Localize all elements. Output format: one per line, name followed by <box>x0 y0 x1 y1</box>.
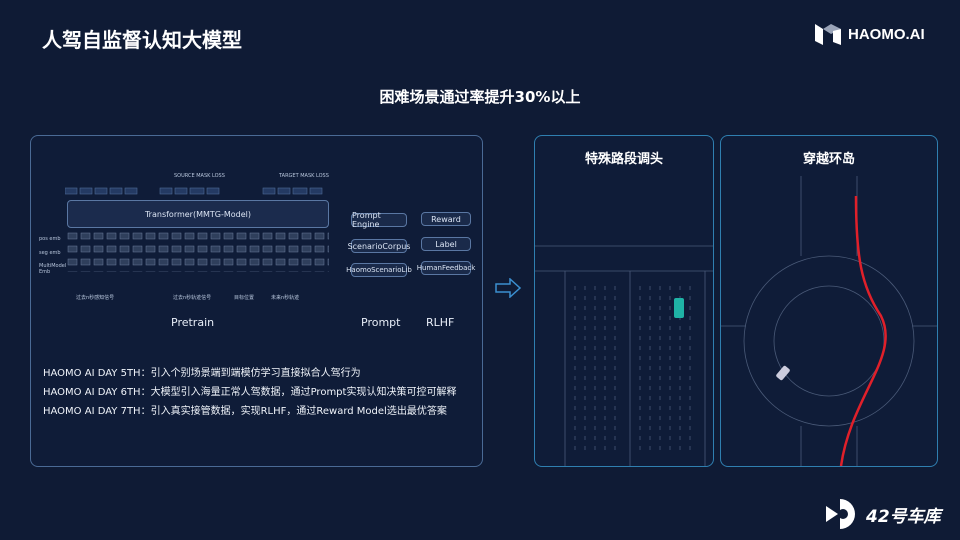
label-box: Label <box>421 237 471 251</box>
ego-vehicle <box>674 298 684 318</box>
notes-list: HAOMO AI DAY 5TH：引入个别场景端到端模仿学习直接拟合人驾行为 H… <box>43 364 456 421</box>
reward-box: Reward <box>421 212 471 226</box>
stage-prompt: Prompt <box>361 316 401 329</box>
group-label: 过去n秒感知信号 <box>76 295 115 301</box>
prompt-engine-box: Prompt Engine <box>351 211 407 229</box>
pos-emb-label: pos emb <box>39 236 61 242</box>
model-diagram-panel: SOURCE MASK LOSS TARGET MASK LOSS Transf… <box>30 135 483 467</box>
note-item: HAOMO AI DAY 5TH：引入个别场景端到端模仿学习直接拟合人驾行为 <box>43 368 361 379</box>
haomo-logo-icon <box>815 24 841 45</box>
u-turn-scene <box>535 245 713 466</box>
scene-title: 特殊路段调头 <box>584 152 663 167</box>
transformer-box: Transformer(MMTG-Model) <box>67 200 329 228</box>
page-title: 人驾自监督认知大模型 <box>42 28 242 52</box>
target-loss-label: TARGET MASK LOSS <box>279 173 329 179</box>
scene-roundabout-panel: 穿越环岛 <box>720 135 938 467</box>
note-item: HAOMO AI DAY 7TH：引入真实接管数据，实现RLHF，通过Rewar… <box>43 406 447 417</box>
stage-rlhf: RLHF <box>426 316 455 329</box>
human-feedback-box: HumanFeedback <box>417 261 475 275</box>
other-vehicle <box>776 365 790 381</box>
footer-brand-text: 42号车库 <box>866 506 941 527</box>
group-label: 目标位置 <box>234 295 255 301</box>
footer-brand: 42号车库 <box>824 497 941 531</box>
haomo-logo: HAOMO.AI <box>814 22 925 46</box>
planned-trajectory <box>839 195 887 466</box>
note-item: HAOMO AI DAY 6TH：大模型引入海量正常人驾数据，通过Prompt实… <box>43 387 457 398</box>
source-loss-label: SOURCE MASK LOSS <box>174 173 225 179</box>
right-arrow-icon <box>495 278 522 298</box>
multimodel-emb-label: MultiModel Emb <box>39 263 67 275</box>
output-tokens <box>65 187 323 195</box>
group-label: 未来n秒轨迹 <box>271 295 300 301</box>
seg-emb-label: seg emb <box>39 250 61 256</box>
embedding-grid <box>67 232 329 272</box>
scene-u-turn-panel: 特殊路段调头 <box>534 135 714 467</box>
42-garage-logo-icon <box>826 499 855 529</box>
subtitle: 困难场景通过率提升30%以上 <box>379 88 581 106</box>
roundabout-scene <box>721 176 937 466</box>
group-label: 过去n秒轨迹信号 <box>173 295 212 301</box>
logo-text: HAOMO.AI <box>848 25 925 43</box>
scenario-lib-box: HaomoScenarioLib <box>346 263 412 277</box>
stage-pretrain: Pretrain <box>171 316 215 329</box>
scenario-corpus-box: ScenarioCorpus <box>348 239 410 253</box>
scene-title: 穿越环岛 <box>802 152 855 167</box>
